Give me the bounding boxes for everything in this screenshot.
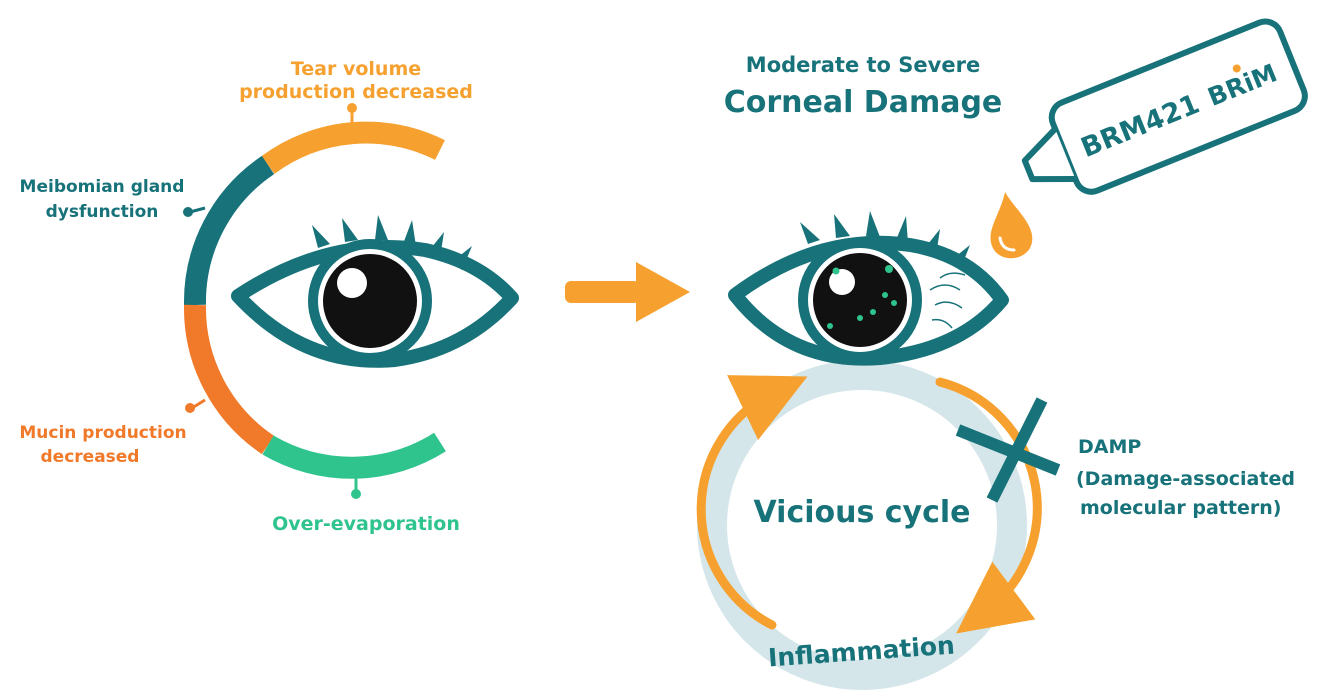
label-over-evaporation: Over-evaporation bbox=[272, 513, 460, 535]
title-corneal-damage: Corneal Damage bbox=[724, 85, 1003, 120]
arc-mucin bbox=[195, 305, 268, 445]
droplet-icon bbox=[991, 192, 1033, 258]
damaged-eye-icon bbox=[735, 211, 1002, 359]
eye-icon bbox=[238, 215, 512, 361]
eye-drop-bottle-icon: BRM421 BRiM bbox=[1010, 17, 1310, 212]
label-damp: DAMP bbox=[1078, 436, 1141, 458]
title-moderate: Moderate to Severe bbox=[746, 53, 980, 77]
arrow-right-icon bbox=[565, 262, 690, 322]
label-tear-volume-2: production decreased bbox=[239, 81, 473, 103]
label-damp-desc-1: (Damage-associated bbox=[1076, 468, 1295, 490]
arc-evaporation bbox=[268, 442, 440, 468]
label-meibomian-2: dysfunction bbox=[46, 202, 159, 222]
label-meibomian-1: Meibomian gland bbox=[20, 177, 185, 197]
label-mucin-1: Mucin production bbox=[19, 423, 186, 443]
label-tear-volume-1: Tear volume bbox=[291, 58, 421, 80]
label-vicious-cycle: Vicious cycle bbox=[753, 495, 970, 530]
arc-tear-volume bbox=[268, 133, 440, 165]
label-damp-desc-2: molecular pattern) bbox=[1080, 497, 1281, 519]
label-mucin-2: decreased bbox=[41, 447, 140, 467]
